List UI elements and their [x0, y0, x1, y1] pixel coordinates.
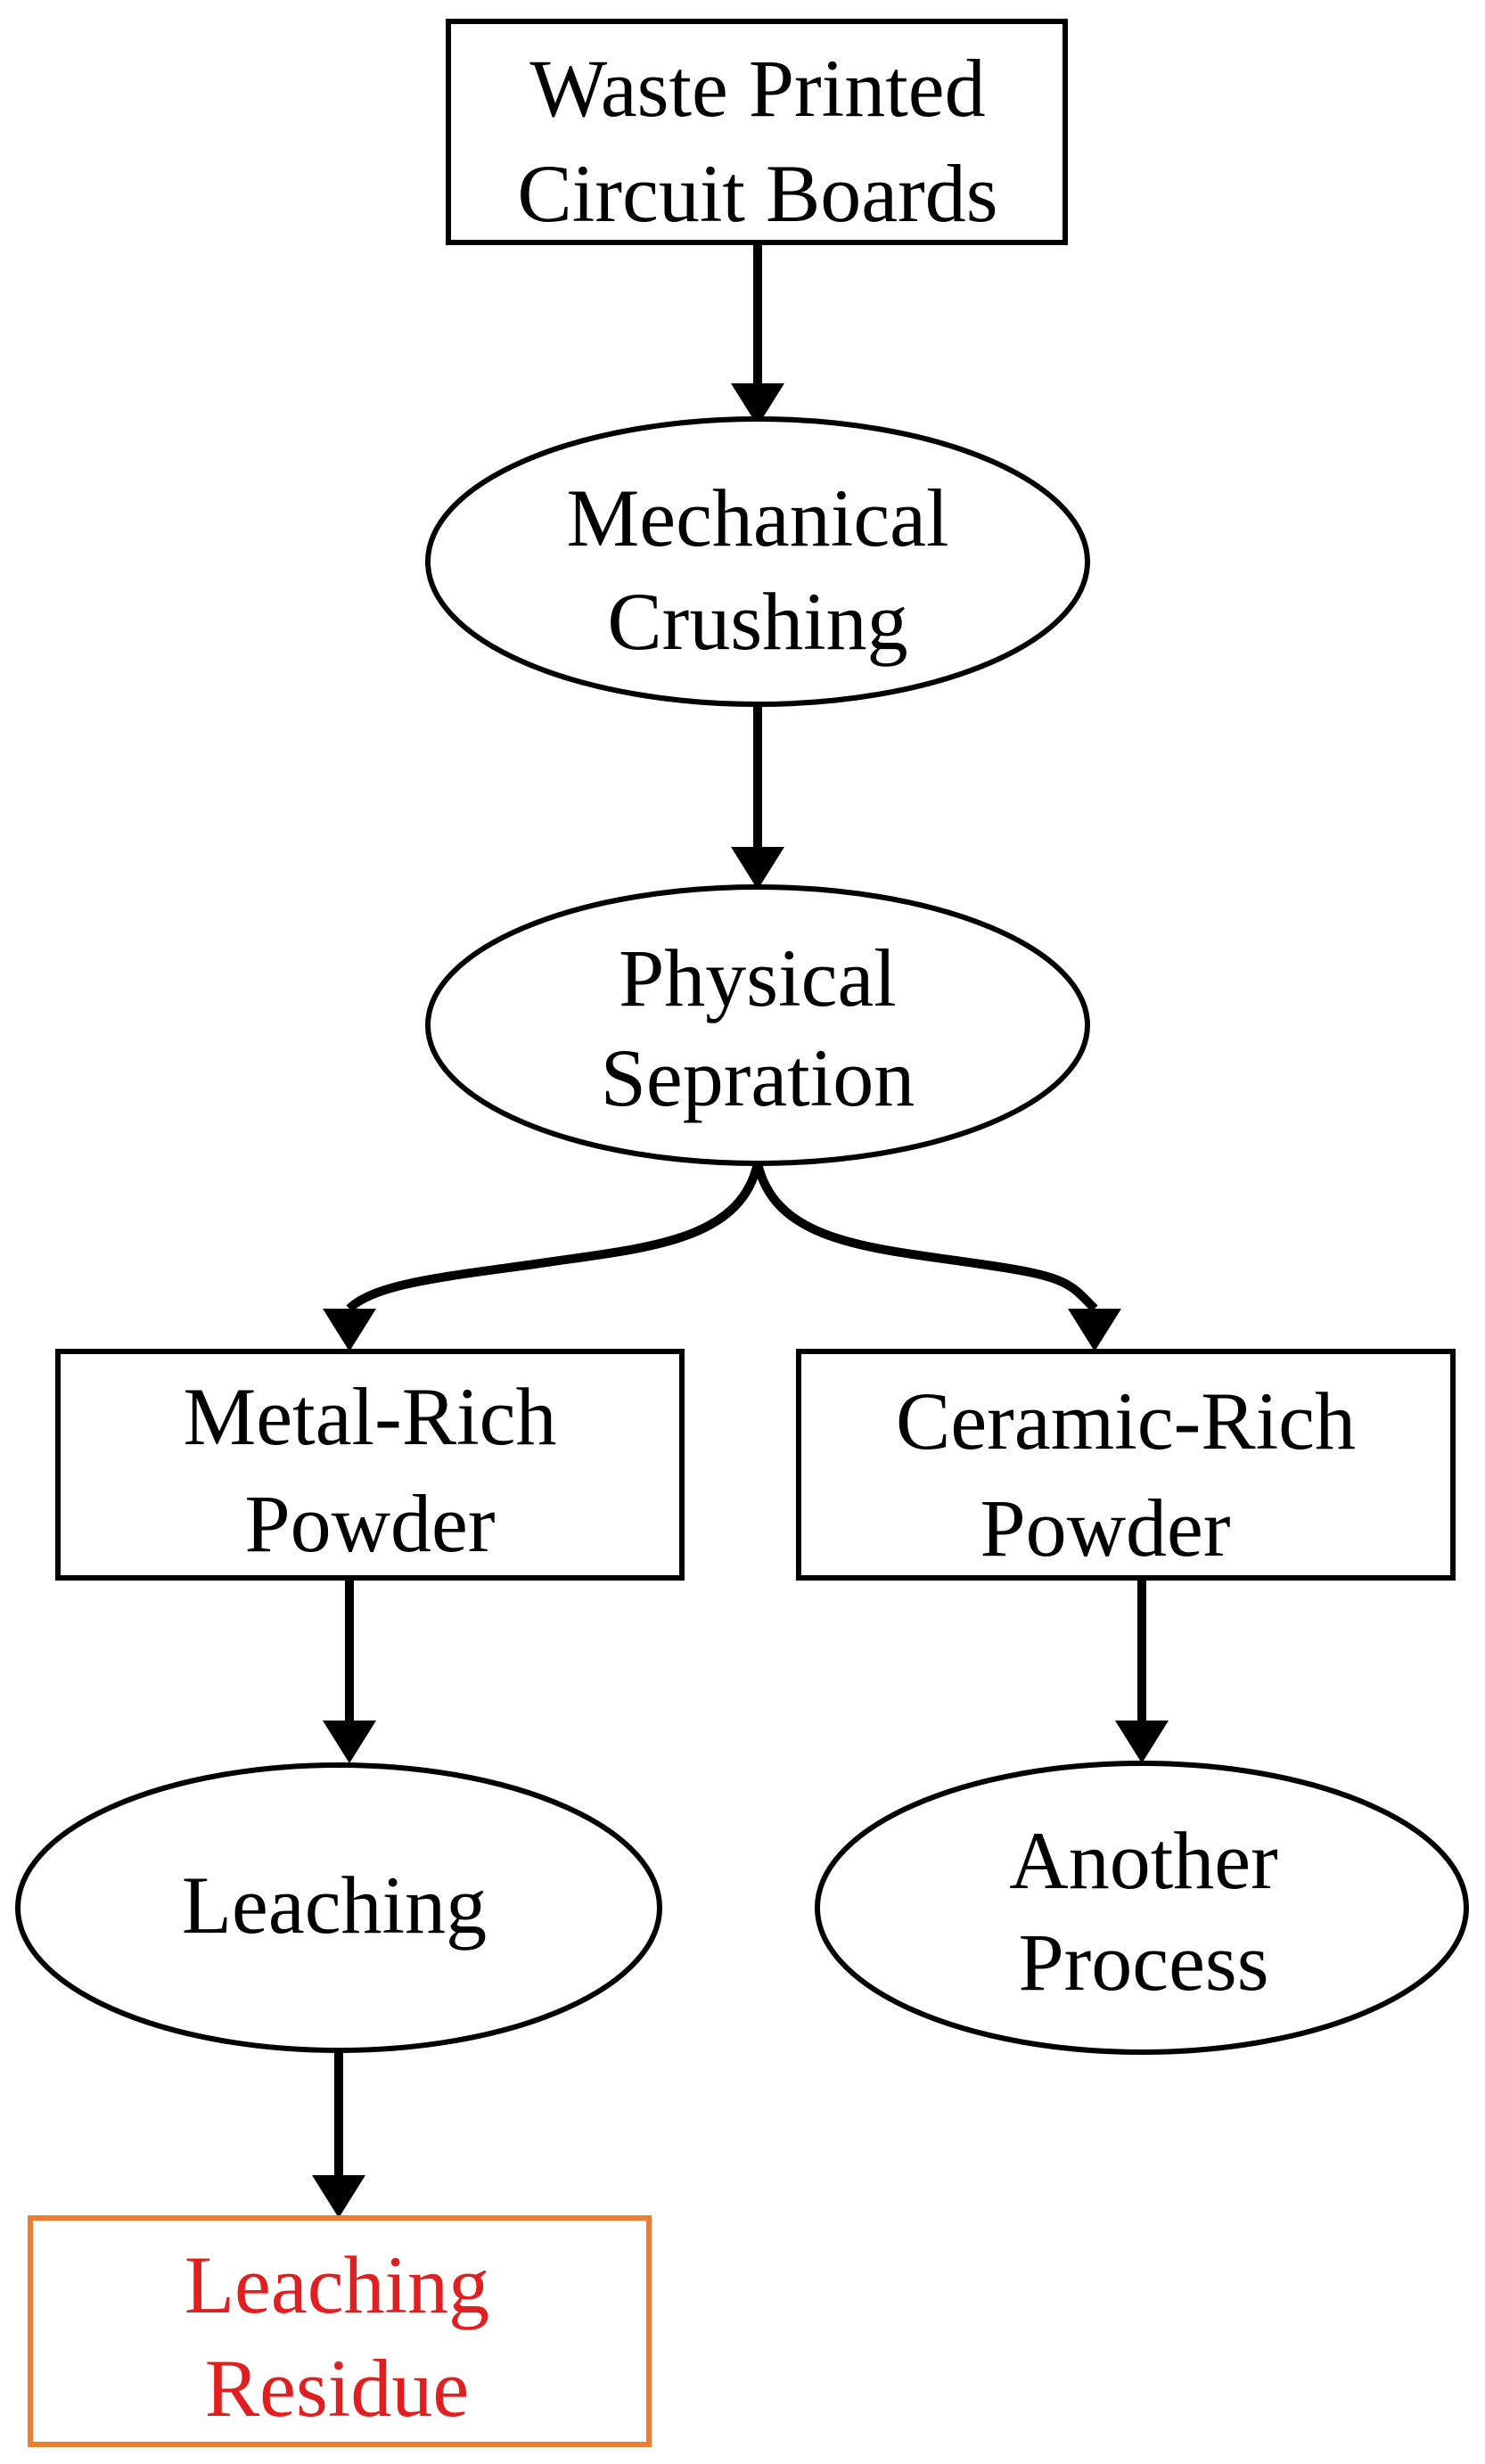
node-leaching: Leaching — [15, 1762, 662, 2053]
node-leaching-residue: Leaching Residue — [28, 2215, 652, 2447]
arrowhead-separation — [731, 847, 784, 890]
node-ceramic-rich-powder: Ceramic-Rich Powder — [796, 1349, 1456, 1581]
node-label-line-1: Physical — [619, 932, 897, 1023]
node-mechanical-crushing: Mechanical Crushing — [425, 416, 1090, 707]
node-label-line-1: Mechanical — [566, 472, 948, 563]
arrowhead-crushing — [731, 383, 784, 426]
node-metal-rich-powder: Metal-Rich Powder — [55, 1349, 685, 1581]
arrowhead-ceramic — [1068, 1309, 1121, 1351]
node-box — [446, 19, 1068, 245]
edge-separation-to-ceramic — [753, 1162, 1098, 1312]
node-label-line-1: Ceramic-Rich — [896, 1376, 1356, 1466]
edges — [312, 242, 1169, 2218]
arrowhead-residue — [312, 2175, 365, 2218]
node-label-line-1: Waste Printed — [529, 43, 985, 134]
node-physical-separation: Physical Sepration — [425, 884, 1090, 1166]
node-ellipse — [425, 884, 1090, 1166]
node-waste-printed-circuit-boards: Waste Printed Circuit Boards — [446, 19, 1068, 245]
node-label-line-2: Circuit Boards — [517, 148, 997, 239]
node-box — [28, 2215, 652, 2447]
node-box — [796, 1349, 1456, 1581]
node-label-line-1: Leaching — [182, 1860, 487, 1951]
node-label-line-2: Powder — [980, 1483, 1230, 1573]
node-label-line-2: Powder — [244, 1478, 495, 1569]
node-label-line-1: Another — [1009, 1815, 1277, 1906]
arrowhead-leaching — [323, 1721, 376, 1763]
node-ellipse — [15, 1762, 662, 2053]
edge-separation-to-metal — [346, 1162, 762, 1312]
node-label-line-2: Crushing — [607, 576, 907, 667]
node-another-process: Another Process — [815, 1761, 1469, 2055]
node-ellipse — [425, 416, 1090, 707]
node-label-line-2: Residue — [205, 2343, 469, 2434]
node-label-line-1: Metal-Rich — [184, 1371, 557, 1462]
node-ellipse — [815, 1761, 1469, 2055]
arrowhead-metal — [323, 1309, 376, 1351]
arrowhead-another — [1115, 1721, 1169, 1763]
node-box — [55, 1349, 685, 1581]
node-label-line-2: Sepration — [601, 1032, 915, 1123]
node-label-line-1: Leaching — [185, 2239, 489, 2330]
node-label-line-2: Process — [1018, 1917, 1268, 2008]
